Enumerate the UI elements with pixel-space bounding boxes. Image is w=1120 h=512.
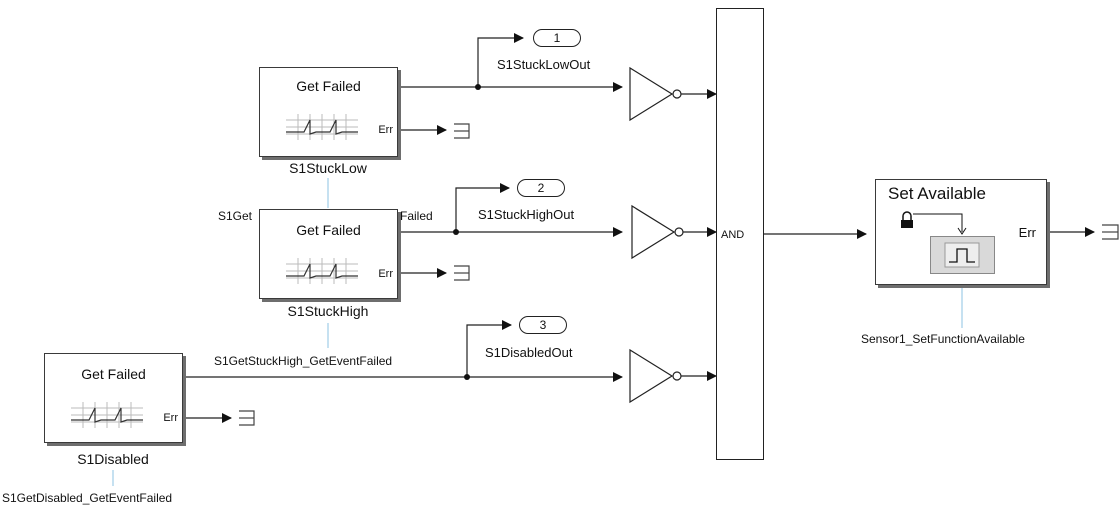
block-port-label: Err (163, 412, 178, 424)
terminator-icon[interactable] (454, 123, 470, 139)
branch-point-1 (475, 84, 481, 90)
annotation-connector (112, 178, 963, 486)
pulse-icon (930, 236, 995, 274)
set-available-block[interactable]: Set Available Err (875, 179, 1047, 285)
set-available-name: Sensor1_SetFunctionAvailable (861, 332, 1025, 346)
set-available-title: Set Available (888, 184, 986, 203)
block-port-label: Err (378, 124, 393, 136)
block-title: Get Failed (296, 222, 361, 238)
outport-label-3: S1DisabledOut (485, 345, 573, 360)
signal-label-disabled: S1GetDisabled_GetEventFailed (2, 491, 173, 505)
not-gate-1[interactable] (629, 66, 674, 122)
get-failed-block-stuck-high[interactable]: Get Failed Err (259, 209, 398, 299)
outport-3[interactable]: 3 (519, 316, 567, 334)
terminator-icon[interactable] (454, 265, 470, 281)
event-waveform-icon (71, 402, 143, 428)
and-logic-block[interactable]: AND (716, 8, 764, 460)
block-title: Get Failed (296, 78, 361, 94)
lock-icon (901, 211, 967, 235)
branch-point-2 (453, 229, 459, 235)
block-name-disabled: S1Disabled (77, 451, 149, 467)
branch-point-3 (464, 374, 470, 380)
terminator-icon[interactable] (1102, 224, 1119, 240)
event-waveform-icon (286, 258, 358, 284)
not-gate-3[interactable] (629, 348, 674, 404)
signal-line-disabled[interactable] (183, 320, 623, 423)
outport-label-2: S1StuckHighOut (478, 207, 575, 222)
not-gate-1-bubble (672, 89, 682, 99)
outport-label-1: S1StuckLowOut (497, 57, 591, 72)
set-available-port-label: Err (1018, 225, 1036, 240)
and-label: AND (721, 229, 745, 241)
outport-2[interactable]: 2 (517, 179, 565, 197)
signal-label-stuck-low-left: S1Get (218, 209, 253, 223)
not-gate-3-bubble (672, 371, 682, 381)
signal-label-stuck-low-right: Failed (400, 209, 433, 223)
get-failed-block-disabled[interactable]: Get Failed Err (44, 353, 183, 443)
block-name-stuck-high: S1StuckHigh (287, 303, 369, 319)
terminator-icon[interactable] (239, 410, 255, 426)
not-gate-2[interactable] (631, 204, 676, 260)
event-waveform-icon (286, 114, 358, 140)
signal-line-stuck-high[interactable] (398, 183, 623, 278)
outport-1[interactable]: 1 (533, 29, 581, 47)
block-port-label: Err (378, 268, 393, 280)
signal-line-stuck-low[interactable] (398, 33, 623, 135)
block-name-stuck-low: S1StuckLow (289, 160, 367, 176)
get-failed-block-stuck-low[interactable]: Get Failed Err (259, 67, 398, 157)
block-title: Get Failed (81, 366, 146, 382)
not-gate-2-bubble (674, 227, 684, 237)
signal-label-stuck-high: S1GetStuckHigh_GetEventFailed (214, 354, 393, 368)
